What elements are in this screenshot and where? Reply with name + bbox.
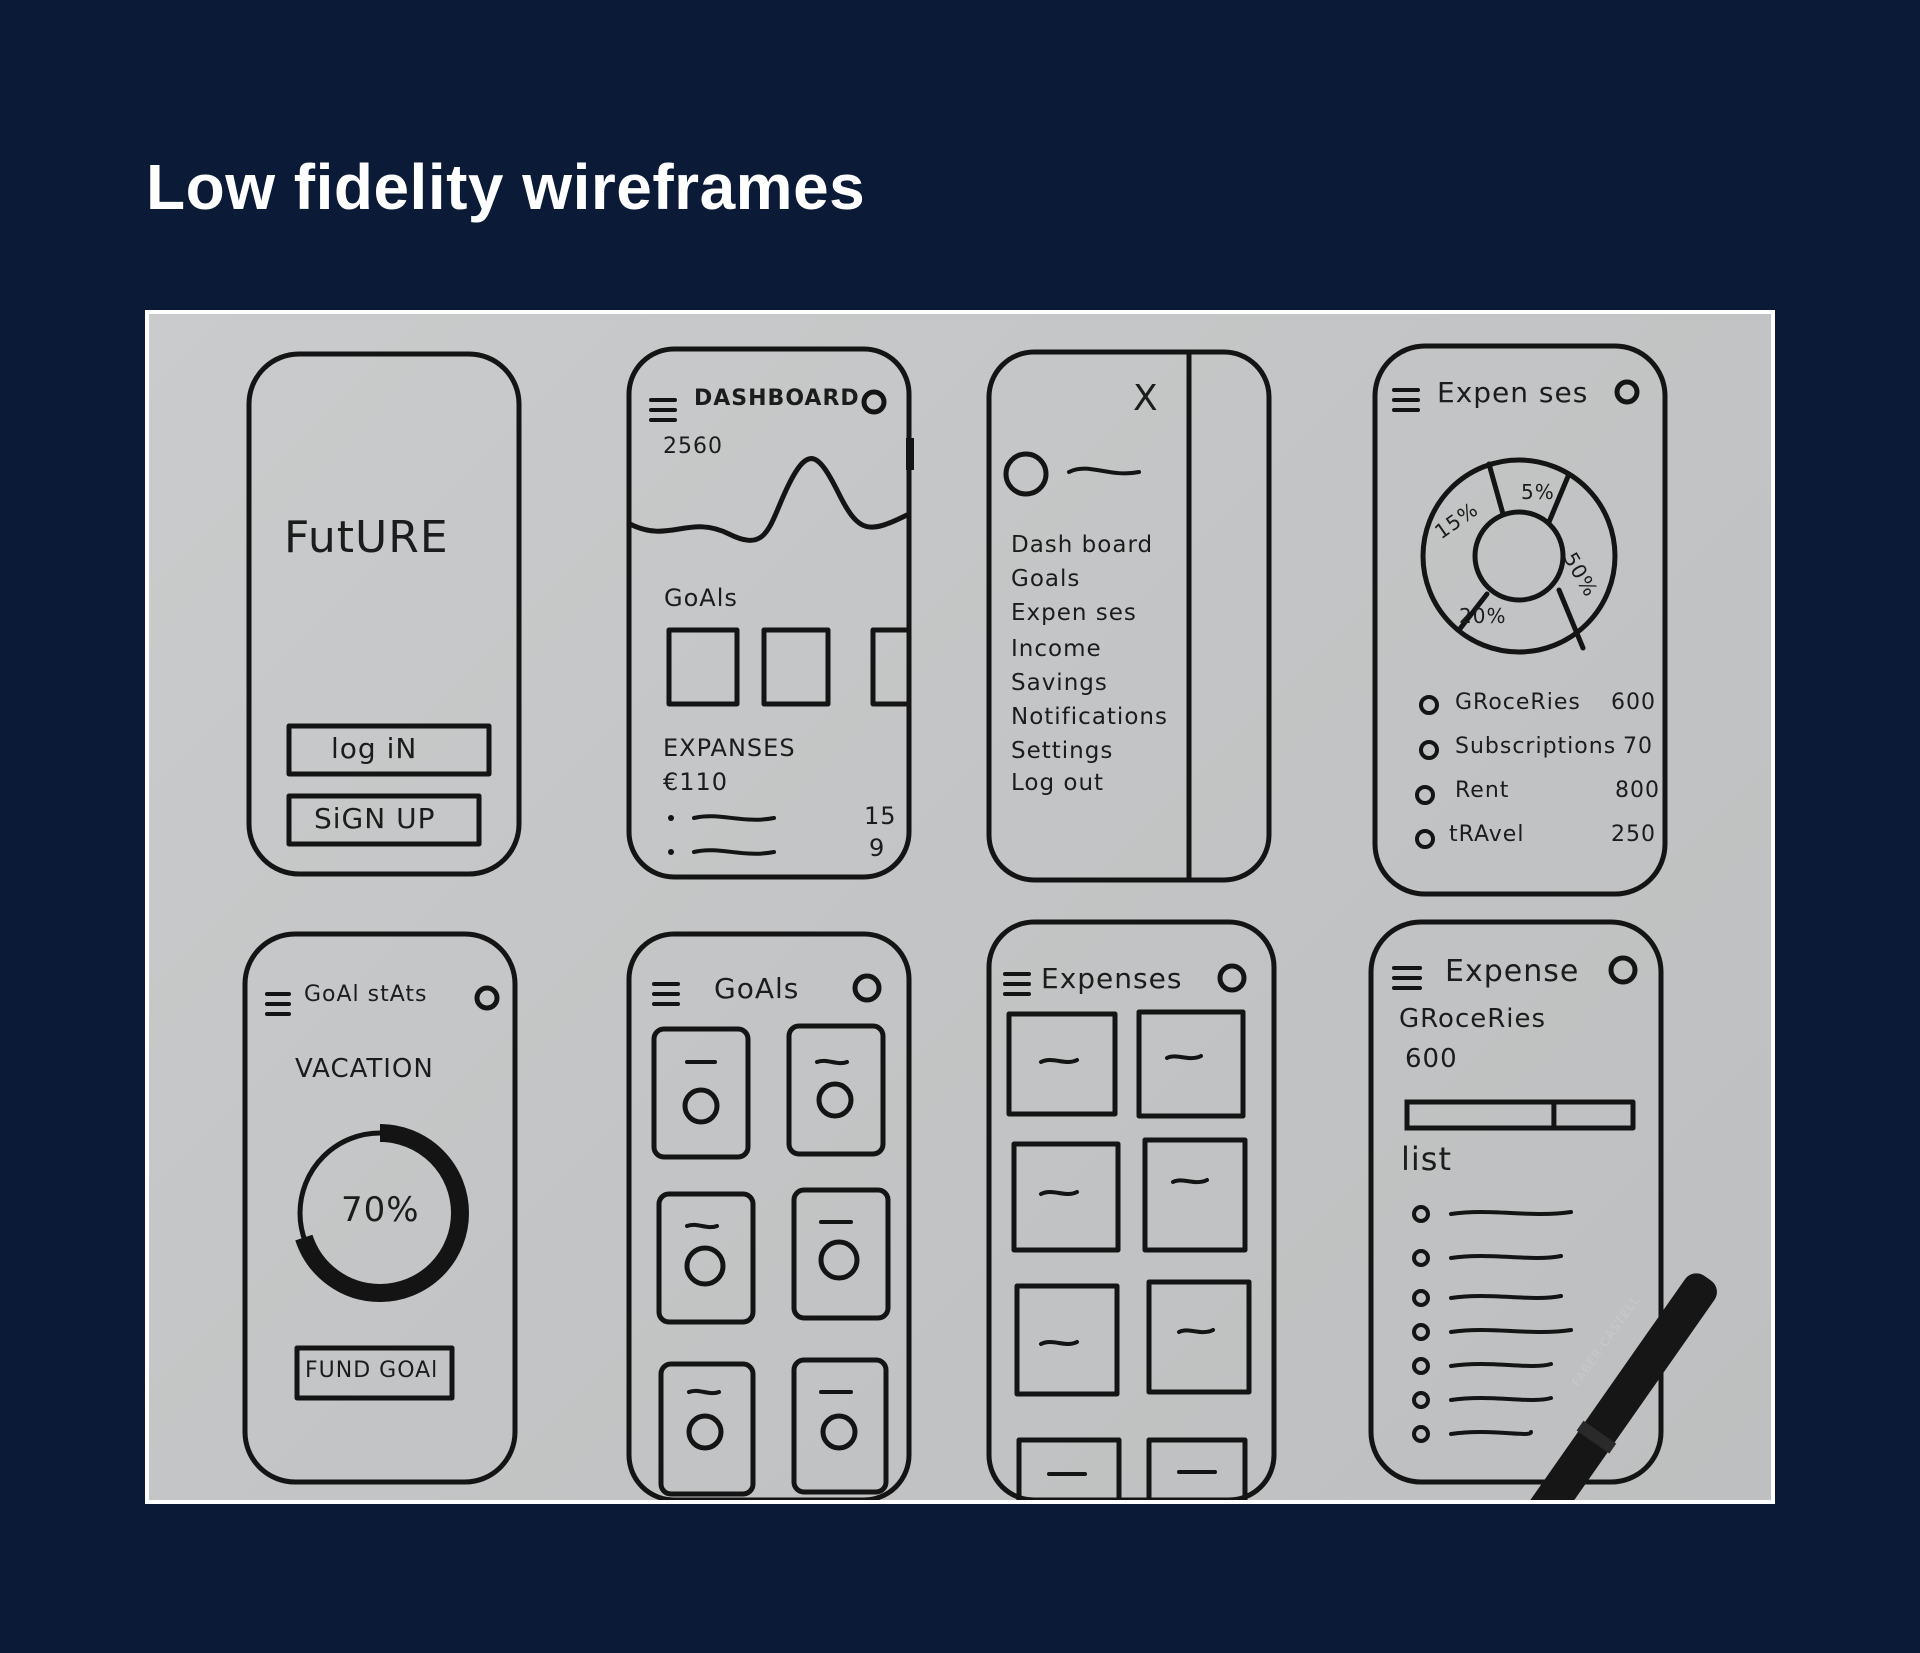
hamburger-icon: [1005, 974, 1029, 994]
menu-avatar-icon: [1006, 454, 1046, 494]
hamburger-icon: [267, 994, 289, 1014]
profile-icon: [477, 988, 497, 1008]
profile-icon: [864, 392, 884, 412]
category-name: GRoceRies: [1455, 690, 1581, 715]
budget-bar-track: [1407, 1102, 1633, 1128]
goal-tiles: [654, 1026, 888, 1494]
phone-expenses-outline: [1375, 346, 1665, 894]
menu-item-dashboard[interactable]: Dash board: [1011, 532, 1153, 558]
dashboard-balance: 2560: [663, 434, 723, 459]
wireframe-sketch-paper: FutURE log iN SiGN UP DASHBOARD 2560 GoA…: [149, 314, 1771, 1500]
hamburger-icon: [1394, 968, 1420, 988]
menu-item-goals[interactable]: Goals: [1011, 566, 1080, 592]
donut-segment-label: 20%: [1459, 604, 1506, 628]
phone-expenses-grid-outline: [989, 922, 1274, 1500]
marker-pen: [1462, 1267, 1724, 1500]
hamburger-icon: [1394, 390, 1418, 410]
category-name: Rent: [1455, 778, 1509, 803]
goal-card-3: [873, 630, 909, 704]
dashboard-chart-line: [630, 459, 909, 541]
login-button[interactable]: log iN: [331, 732, 417, 765]
fund-goal-button[interactable]: FUND GOAl: [305, 1358, 438, 1383]
category-amount: 600: [1611, 690, 1656, 715]
phone-dashboard-outline: [629, 349, 909, 877]
category-name: Subscriptions: [1455, 734, 1616, 759]
expense-detail-amount: 600: [1405, 1044, 1458, 1074]
menu-item-savings[interactable]: Savings: [1011, 670, 1108, 696]
menu-item-notifications[interactable]: Notifications: [1011, 704, 1168, 730]
budget-bar-fill: [1407, 1102, 1554, 1128]
expenses-label: EXPANSES: [663, 734, 796, 762]
category-name: tRAvel: [1449, 822, 1524, 847]
goal-name: VACATION: [295, 1054, 434, 1084]
signup-button[interactable]: SiGN UP: [314, 802, 435, 835]
hamburger-icon: [654, 984, 678, 1004]
category-amount: 70: [1623, 734, 1653, 759]
wireframe-photo-frame: FutURE log iN SiGN UP DASHBOARD 2560 GoA…: [145, 310, 1775, 1504]
goal-card-1: [669, 630, 737, 704]
profile-icon: [1617, 382, 1637, 402]
goal-stats-title: GoAl stAts: [304, 982, 428, 1007]
dashboard-title: DASHBOARD: [694, 386, 860, 411]
menu-item-logout[interactable]: Log out: [1011, 770, 1104, 796]
expense-row-value: 9: [869, 834, 885, 862]
category-amount: 250: [1611, 822, 1656, 847]
category-amount: 800: [1615, 778, 1660, 803]
profile-icon: [855, 976, 879, 1000]
profile-icon: [1611, 958, 1635, 982]
goal-card-2: [764, 630, 828, 704]
phone-goals-grid-outline: [629, 934, 909, 1500]
menu-close-icon[interactable]: X: [1133, 378, 1159, 419]
expense-detail-title: Expense: [1445, 954, 1579, 989]
expense-row-value: 15: [864, 802, 897, 830]
donut-outer: [1423, 460, 1615, 652]
donut-inner: [1475, 512, 1563, 600]
expenses-total: €110: [663, 768, 728, 796]
hamburger-icon: [651, 400, 675, 420]
splash-brand-text: FutURE: [284, 512, 449, 563]
donut-segment-label: 5%: [1521, 480, 1555, 504]
expenses-grid-title: Expenses: [1041, 962, 1182, 995]
menu-item-income[interactable]: Income: [1011, 636, 1102, 662]
profile-icon: [1220, 966, 1244, 990]
goals-grid-title: GoAls: [714, 972, 799, 1005]
expense-list: [1414, 1207, 1571, 1441]
menu-item-settings[interactable]: Settings: [1011, 738, 1113, 764]
expense-list-label: list: [1401, 1140, 1452, 1178]
expenses-chart-title: Expen ses: [1437, 376, 1588, 409]
goals-label: GoAls: [664, 584, 738, 612]
expense-tiles: [1009, 1012, 1249, 1500]
expense-detail-category: GRoceRies: [1399, 1004, 1546, 1034]
menu-item-expenses[interactable]: Expen ses: [1011, 600, 1137, 626]
page-title: Low fidelity wireframes: [146, 150, 865, 224]
goal-progress-label: 70%: [341, 1190, 420, 1230]
